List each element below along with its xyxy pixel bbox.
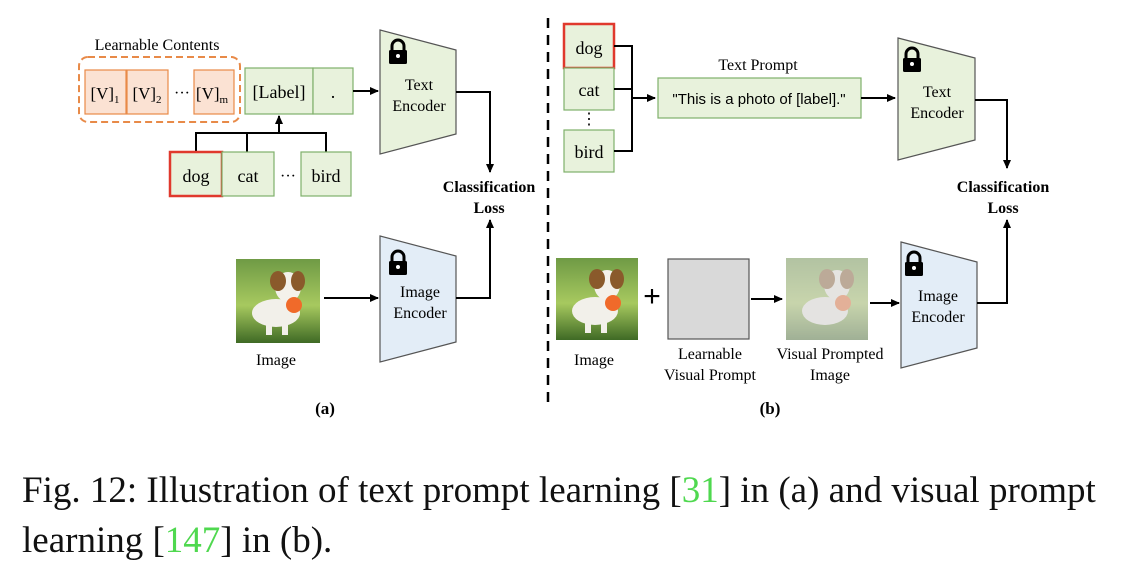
panel-b: dog cat ⋮ bird Text Prompt "This is a ph… [556,22,1050,418]
lock-icon [389,249,407,275]
class-box-dog [168,150,224,198]
learnable-token-1: [V]1 [84,69,127,115]
class-tree-connector [195,115,327,152]
class-label-bird-b: bird [575,142,604,162]
learnable-token-m: [V]m [193,69,235,115]
text-prompt-template: "This is a photo of [label]." [672,91,845,108]
dog-image-a [236,259,320,343]
text-prompt-box [657,77,862,119]
plus-sign: + [643,280,661,313]
diagram-canvas: Learnable Contents [V]1 [V]2 ··· [V]m [L… [78,18,1050,418]
svg-text:[V]2: [V]2 [132,84,161,106]
class-ellipsis-b: ⋮ [581,111,597,128]
learnable-contents-title: Learnable Contents [95,37,220,54]
loss-label-b-line2: Loss [987,200,1018,217]
image-encoder-b [900,241,978,369]
image-to-loss-arrow-a [456,219,494,299]
lock-icon [905,250,923,276]
image-label-a: Image [256,352,296,369]
figure-caption: Fig. 12: Illustration of text prompt lea… [22,466,1122,566]
text-encoder-b-line2: Encoder [910,105,964,122]
image-encoder-a-line2: Encoder [393,305,447,322]
loss-label-a-line1: Classification [443,179,536,196]
learnable-token-2: [V]2 [126,69,169,115]
class-label-bird: bird [312,166,341,186]
period-token-box [312,67,354,115]
caption-middle: ] in (a) and visual prompt learning [ [22,470,1096,561]
caption-prefix: Fig. 12: Illustration of text prompt lea… [22,470,682,511]
class-box-bird [300,151,352,197]
period-token: . [331,82,336,102]
svg-text:[V]m: [V]m [196,84,229,106]
class-bracket-connector [614,45,656,152]
visual-prompted-image [786,258,868,340]
text-encoder-a-line1: Text [405,77,434,94]
label-token: [Label] [253,82,306,102]
citation-link-147[interactable]: 147 [164,520,221,561]
image-encoder-a-line1: Image [400,284,440,301]
image-label-b: Image [574,352,614,369]
image-encoder-b-line2: Encoder [911,309,965,326]
learnable-visual-prompt [667,258,750,340]
svg-text:[V]1: [V]1 [90,84,119,106]
lock-icon [389,38,407,64]
text-encoder-b-line1: Text [923,84,952,101]
visual-prompt-label-line1: Learnable [678,346,742,363]
visual-prompt-label-line2: Visual Prompt [664,367,756,384]
prompted-label-line2: Image [810,367,850,384]
image-to-loss-arrow-b [977,219,1011,304]
text-to-loss-arrow-a [456,91,494,173]
text-to-loss-arrow-b [975,99,1011,169]
panel-label-b: (b) [760,399,781,418]
token-m-sub: m [220,94,229,106]
loss-label-b-line1: Classification [957,179,1050,196]
token-1-sub: 1 [114,94,120,106]
class-label-cat: cat [238,166,259,186]
token-m-base: [V] [196,84,220,103]
text-prompt-title: Text Prompt [718,57,798,74]
class-label-dog-b: dog [576,38,603,58]
prompted-label-line1: Visual Prompted [776,346,883,363]
token-2-base: [V] [132,84,156,103]
dog-image-b [556,258,638,340]
token-ellipsis: ··· [174,85,190,102]
label-token-box [244,67,314,115]
class-box-bird-b [563,129,615,173]
loss-label-a-line2: Loss [473,200,504,217]
image-encoder-b-line1: Image [918,288,958,305]
class-box-cat [221,151,275,197]
panel-label-a: (a) [315,399,335,418]
citation-link-31[interactable]: 31 [681,470,719,511]
lock-icon [903,46,921,72]
class-label-dog: dog [183,166,210,186]
class-box-cat-b [563,67,615,111]
token-2-sub: 2 [156,94,162,106]
class-ellipsis: ··· [280,168,296,185]
caption-suffix: ] in (b). [220,520,333,561]
class-label-cat-b: cat [579,80,600,100]
learnable-contents-group [78,56,241,123]
text-encoder-a-line2: Encoder [392,98,446,115]
token-1-base: [V] [90,84,114,103]
panel-a: Learnable Contents [V]1 [V]2 ··· [V]m [L… [78,29,536,418]
